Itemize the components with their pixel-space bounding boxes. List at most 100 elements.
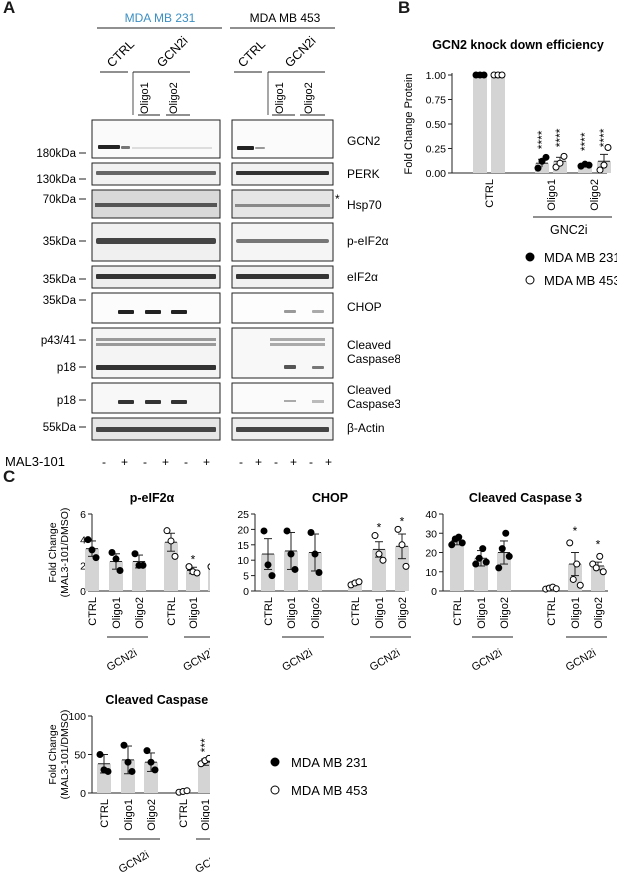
data-point xyxy=(371,532,379,540)
x-tick-label: CTRL xyxy=(99,799,111,828)
treatment-sign-right: + xyxy=(255,455,262,469)
legend-panel-c: MDA MB 231 MDA MB 453 xyxy=(270,755,368,798)
significance-label: **** xyxy=(597,128,611,147)
data-point xyxy=(291,565,299,573)
treatment-sign-right: - xyxy=(274,455,278,469)
treatment-sign-right: - xyxy=(239,455,243,469)
x-tick-label: Oligo1 xyxy=(188,597,200,629)
data-point xyxy=(96,751,104,758)
gcn2i-label-left: GCN2i xyxy=(154,34,190,70)
bar xyxy=(284,550,298,591)
oligo2-label-left: Oligo2 xyxy=(168,82,180,114)
y-tick-label: 5 xyxy=(243,571,249,583)
data-point xyxy=(566,539,574,547)
y-tick-label: 100 xyxy=(68,711,86,723)
data-point xyxy=(458,539,466,547)
treatment-sign-left: - xyxy=(143,455,147,469)
data-point xyxy=(283,527,291,535)
gcn2i-label-right: GCN2i xyxy=(282,34,318,70)
treatment-sign-left: - xyxy=(102,455,106,469)
oligo2-label-right: Oligo2 xyxy=(303,82,315,114)
y-tick-label: 6 xyxy=(80,509,86,521)
bar xyxy=(450,540,464,591)
y-axis-label: (MAL3-101/DMSO) xyxy=(59,508,71,598)
y-tick-label: 2 xyxy=(80,560,86,572)
treatment-sign-right: + xyxy=(290,455,297,469)
significance-label: * xyxy=(377,521,382,535)
significance-label: **** xyxy=(553,128,567,147)
data-point xyxy=(287,550,295,558)
x-tick-label: Oligo1 xyxy=(200,799,210,831)
data-point xyxy=(185,563,193,571)
y-tick-label: 30 xyxy=(425,528,437,540)
legend-marker-mda-mb-231 xyxy=(270,757,280,767)
bar xyxy=(395,546,409,591)
data-point xyxy=(600,161,608,169)
chart-title: p-eIF2α xyxy=(130,491,175,505)
y-tick-label: 0 xyxy=(431,586,437,598)
x-tick-label: Oligo1 xyxy=(546,179,558,211)
data-point xyxy=(163,527,171,535)
significance-label: **** xyxy=(535,130,549,149)
y-axis-label: (MAL3-101/DMSO) xyxy=(59,710,71,800)
x-tick-label: Oligo2 xyxy=(310,597,322,629)
cell-line-2-header: MDA MB 453 xyxy=(250,11,321,25)
x-tick-label: Oligo2 xyxy=(589,179,601,211)
y-tick-label: 40 xyxy=(425,509,437,521)
data-point xyxy=(479,545,487,553)
x-tick-label: Oligo1 xyxy=(374,597,386,629)
treatment-sign-left: + xyxy=(121,455,128,469)
data-point xyxy=(92,554,100,562)
marker-p18-2: p18 xyxy=(57,395,76,407)
data-point xyxy=(576,581,584,589)
data-point xyxy=(104,767,112,775)
legend-label-mda-mb-453: MDA MB 453 xyxy=(544,273,617,288)
data-point xyxy=(482,558,490,566)
x-tick-label: Oligo1 xyxy=(570,597,582,629)
data-point xyxy=(183,787,191,795)
label-chop: CHOP xyxy=(347,300,382,314)
data-point xyxy=(264,561,272,569)
panel-letter-a: A xyxy=(3,0,16,17)
data-point xyxy=(124,758,132,766)
y-tick-label: 20 xyxy=(237,524,249,536)
label-eif2a: eIF2α xyxy=(347,270,378,284)
panel-letter-c: C xyxy=(3,467,16,486)
data-point xyxy=(472,560,480,568)
marker-p18-1: p18 xyxy=(57,362,76,374)
x-tick-label: Oligo2 xyxy=(146,799,158,831)
label-line: Caspase3 xyxy=(347,397,400,411)
treatment-signs-right: -+-+-+ xyxy=(239,455,332,469)
significance-label: * xyxy=(596,537,601,551)
data-point xyxy=(495,564,503,572)
data-point xyxy=(193,569,201,577)
data-point xyxy=(116,566,124,574)
x-tick-label: Oligo2 xyxy=(593,597,605,629)
blot-row-gcn2 xyxy=(91,119,334,159)
cell-line-1-header: MDA MB 231 xyxy=(125,11,196,25)
data-point xyxy=(505,552,513,560)
data-point xyxy=(207,563,210,570)
y-axis-label: Fold Change xyxy=(47,522,59,582)
chart-title: Cleaved Caspase 8 xyxy=(105,693,210,707)
data-point xyxy=(171,552,179,560)
y-tick-label: 0 xyxy=(243,586,249,598)
data-point xyxy=(147,758,155,766)
data-point xyxy=(552,585,560,593)
x-tick-label: Oligo1 xyxy=(476,597,488,629)
label-hsp70: Hsp70 xyxy=(347,198,382,212)
chart-title: Cleaved Caspase 3 xyxy=(469,491,582,505)
y-tick-label: 0 xyxy=(80,586,86,598)
data-point xyxy=(599,568,607,576)
bar xyxy=(132,561,146,591)
data-point xyxy=(143,747,151,755)
label-p-eif2a: p-eIF2α xyxy=(347,234,389,248)
data-point xyxy=(569,575,577,583)
y-tick-label: 4 xyxy=(80,535,86,547)
marker-p43-41: p43/41 xyxy=(41,335,76,347)
data-point xyxy=(604,144,612,152)
